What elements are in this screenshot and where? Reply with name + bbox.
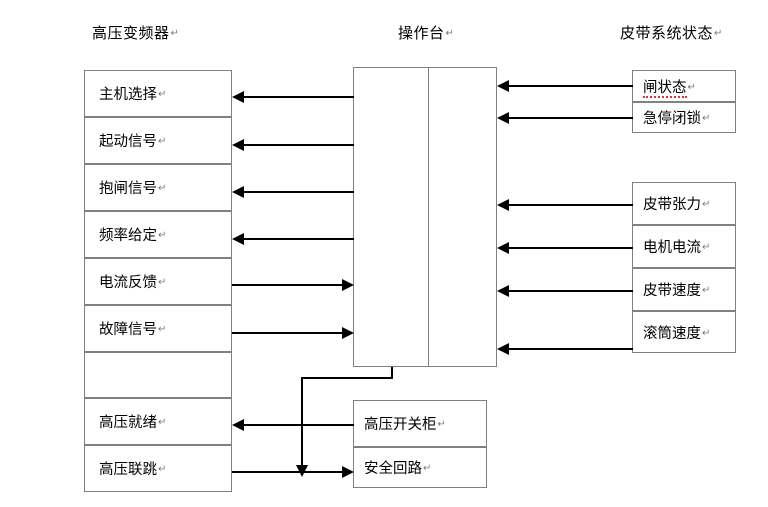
connector-line-皮带张力 [509, 204, 633, 206]
left-cell-label: 起动信号↵ [99, 134, 167, 150]
connector-console-horizontal-run [301, 377, 393, 379]
connector-line-频率给定 [244, 238, 354, 240]
left-cell-label: 抱闸信号↵ [99, 181, 167, 197]
pilcrow-mark: ↵ [158, 183, 167, 194]
pilcrow-mark: ↵ [158, 277, 167, 288]
arrow-left-闸状态 [497, 80, 509, 92]
connector-line-高压就绪 [244, 424, 354, 426]
pilcrow-mark: ↵ [687, 81, 696, 93]
center-console-divider [428, 67, 429, 367]
arrow-left-频率给定 [232, 233, 244, 245]
left-cell-label: 故障信号↵ [99, 322, 167, 338]
pilcrow-mark: ↵ [158, 324, 167, 335]
connector-line-滚筒速度 [509, 348, 633, 350]
center-console-box[interactable] [353, 67, 497, 367]
pilcrow-mark: ↵ [170, 28, 180, 39]
bottom-cell-安全回路[interactable]: 安全回路↵ [353, 447, 487, 488]
connector-line-故障信号 [232, 332, 342, 334]
left-cell-抱闸信号[interactable]: 抱闸信号↵ [84, 164, 232, 211]
pilcrow-mark: ↵ [423, 463, 432, 474]
left-cell-起动信号[interactable]: 起动信号↵ [84, 117, 232, 164]
arrow-left-急停闭锁 [497, 112, 509, 124]
pilcrow-mark: ↵ [158, 136, 167, 147]
connector-line-急停闭锁 [509, 117, 633, 119]
pilcrow-mark: ↵ [702, 113, 711, 124]
right-cell-皮带速度[interactable]: 皮带速度↵ [632, 268, 736, 311]
left-column-group [84, 70, 232, 492]
arrow-right-电流反馈 [342, 279, 354, 291]
right-cell-label: 闸状态↵ [633, 76, 696, 98]
left-cell-label: 主机选择↵ [99, 87, 167, 103]
bottom-cell-label: 安全回路↵ [364, 461, 432, 477]
left-cell-label: 高压就绪↵ [99, 415, 167, 431]
left-cell-高压联跳[interactable]: 高压联跳↵ [84, 445, 232, 492]
arrow-left-抱闸信号 [232, 186, 244, 198]
connector-line-主机选择 [244, 96, 354, 98]
left-cell-主机选择[interactable]: 主机选择↵ [84, 70, 232, 117]
right-cell-label: 急停闭锁↵ [643, 111, 711, 127]
right-cell-label: 电机电流↵ [643, 240, 711, 256]
connector-line-高压联跳 [232, 471, 342, 473]
pilcrow-mark: ↵ [158, 230, 167, 241]
arrow-left-电机电流 [497, 242, 509, 254]
pilcrow-mark: ↵ [437, 419, 446, 430]
arrow-left-皮带张力 [497, 199, 509, 211]
arrow-left-皮带速度 [497, 285, 509, 297]
connector-line-抱闸信号 [244, 191, 354, 193]
pilcrow-mark: ↵ [702, 199, 711, 210]
pilcrow-mark: ↵ [702, 327, 711, 339]
right-cell-电机电流[interactable]: 电机电流↵ [632, 225, 736, 268]
center-console-title: 操作台↵ [398, 22, 454, 43]
right-cell-label: 皮带张力↵ [643, 197, 711, 213]
left-cell-label: 高压联跳↵ [99, 462, 167, 478]
right-cell-label: 皮带速度↵ [643, 283, 711, 299]
pilcrow-mark: ↵ [702, 242, 711, 253]
connector-line-电流反馈 [232, 284, 342, 286]
connector-line-皮带速度 [509, 290, 633, 292]
left-cell-label: 电流反馈↵ [99, 275, 167, 291]
pilcrow-mark: ↵ [158, 417, 167, 428]
left-cell-电流反馈[interactable]: 电流反馈↵ [84, 258, 232, 305]
right-cell-皮带张力[interactable]: 皮带张力↵ [632, 182, 736, 225]
misspelled-text: 闸状态 [643, 79, 687, 98]
pilcrow-mark: ↵ [158, 464, 167, 475]
connector-console-vertical-run [301, 377, 303, 469]
pilcrow-mark: ↵ [158, 89, 167, 100]
right-cell-急停闭锁[interactable]: 急停闭锁↵ [632, 102, 736, 133]
connector-line-电机电流 [509, 247, 633, 249]
left-cell-label: 频率给定↵ [99, 228, 167, 244]
pilcrow-mark: ↵ [702, 285, 711, 296]
left-cell-高压就绪[interactable]: 高压就绪↵ [84, 398, 232, 445]
right-column-title: 皮带系统状态↵ [620, 22, 723, 43]
arrow-left-起动信号 [232, 139, 244, 151]
arrow-right-安全回路 [342, 466, 354, 478]
arrow-left-滚筒速度 [497, 343, 509, 355]
left-cell-empty[interactable] [84, 352, 232, 398]
right-column-title-text: 皮带系统状态 [620, 26, 714, 42]
left-cell-频率给定[interactable]: 频率给定↵ [84, 211, 232, 258]
right-cell-label: 滚筒速度↵ [643, 325, 711, 342]
left-cell-故障信号[interactable]: 故障信号↵ [84, 305, 232, 352]
arrow-right-故障信号 [342, 327, 354, 339]
pilcrow-mark: ↵ [445, 28, 455, 39]
connector-line-起动信号 [244, 144, 354, 146]
right-cell-滚筒速度[interactable]: 滚筒速度↵ [632, 311, 736, 353]
bottom-cell-高压开关柜[interactable]: 高压开关柜↵ [353, 400, 487, 447]
left-column-title-text: 高压变频器 [92, 26, 170, 42]
bottom-group [353, 400, 487, 488]
bottom-cell-label: 高压开关柜↵ [364, 417, 446, 433]
arrow-left-主机选择 [232, 91, 244, 103]
left-column-title: 高压变频器↵ [92, 22, 179, 43]
arrow-left-高压就绪 [232, 419, 244, 431]
connector-line-闸状态 [509, 85, 633, 87]
center-console-title-text: 操作台 [398, 26, 445, 42]
connector-console-drop-stub [391, 367, 393, 379]
right-cell-闸状态[interactable]: 闸状态↵ [632, 70, 736, 102]
pilcrow-mark: ↵ [714, 28, 723, 39]
